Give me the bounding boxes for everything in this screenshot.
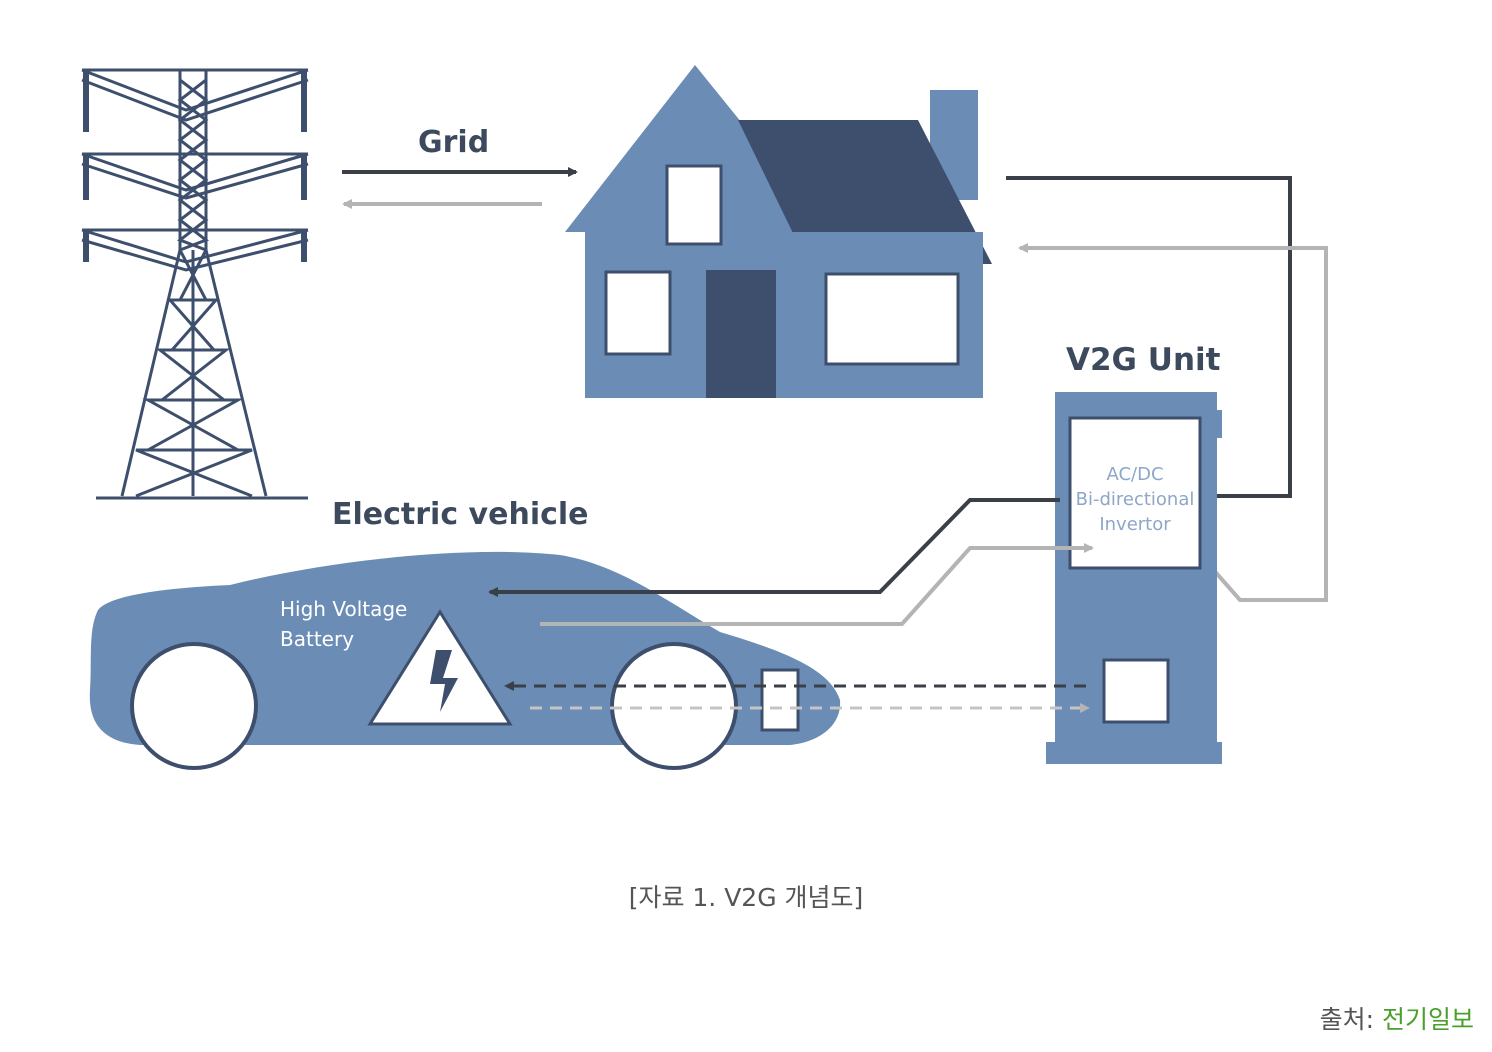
source-prefix: 출처: — [1319, 1005, 1382, 1034]
ev-to-v2g-arrow — [540, 543, 1094, 626]
inverter-label-line-2: Bi-directional — [1076, 489, 1195, 510]
battery-label-line-1: High Voltage — [280, 597, 407, 621]
house-to-v2g-line — [1006, 176, 1292, 498]
electric-vehicle-icon — [89, 551, 841, 770]
high-voltage-warning-icon — [367, 609, 513, 726]
figure-caption: [자료 1. V2G 개념도] — [628, 883, 864, 912]
v2g-unit-label: V2G Unit — [1066, 342, 1221, 378]
source-link[interactable]: 전기일보 — [1381, 1005, 1474, 1034]
inverter-label-line-1: AC/DC — [1106, 464, 1163, 485]
grid-label: Grid — [418, 125, 489, 160]
transmission-tower-icon — [81, 68, 309, 500]
v2g-unit-icon — [1046, 392, 1222, 764]
inverter-label-line-3: Invertor — [1099, 514, 1171, 535]
house-icon — [565, 65, 992, 398]
source-credit: 출처: 전기일보 — [1320, 1000, 1474, 1036]
battery-label-line-2: Battery — [280, 627, 354, 651]
v2g-to-ev-arrow — [488, 498, 1060, 597]
ev-label: Electric vehicle — [332, 497, 589, 532]
v2g-to-house-arrow — [1018, 243, 1328, 602]
v2g-diagram: Grid V2G Unit AC/DC Bi-directional Inver… — [81, 65, 1328, 770]
